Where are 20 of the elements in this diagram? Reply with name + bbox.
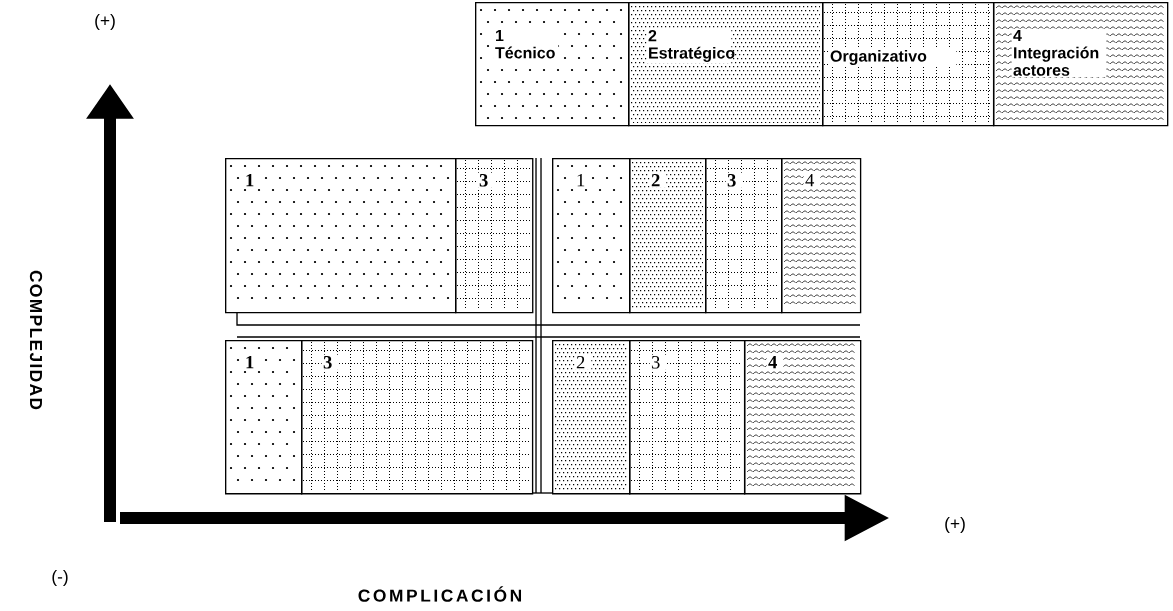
category-cell: 3	[301, 340, 534, 495]
category-cell: 3	[705, 158, 783, 314]
axis-label: (+)	[945, 516, 965, 534]
category-cell: 2	[552, 340, 631, 495]
axis-title: COMPLEJIDAD	[29, 270, 43, 410]
legend-box: 1 Técnico	[475, 2, 630, 127]
category-cell: 4	[744, 340, 862, 495]
axis-title: COMPLICACIÓN	[358, 586, 521, 602]
category-cell: 1	[225, 158, 457, 314]
axis-label: (-)	[52, 569, 68, 587]
category-cell: 1	[552, 158, 631, 314]
category-cell: 2	[629, 158, 707, 314]
axis-label: (+)	[95, 13, 115, 31]
legend-box: 2 Estratégico	[628, 2, 824, 127]
legend-box: 4 Integración actores	[993, 2, 1169, 127]
category-cell: 1	[225, 340, 303, 495]
category-cell: 3	[629, 340, 746, 495]
category-cell: 4	[781, 158, 862, 314]
category-cell: 3	[455, 158, 534, 314]
legend-box: Organizativo	[822, 2, 995, 127]
